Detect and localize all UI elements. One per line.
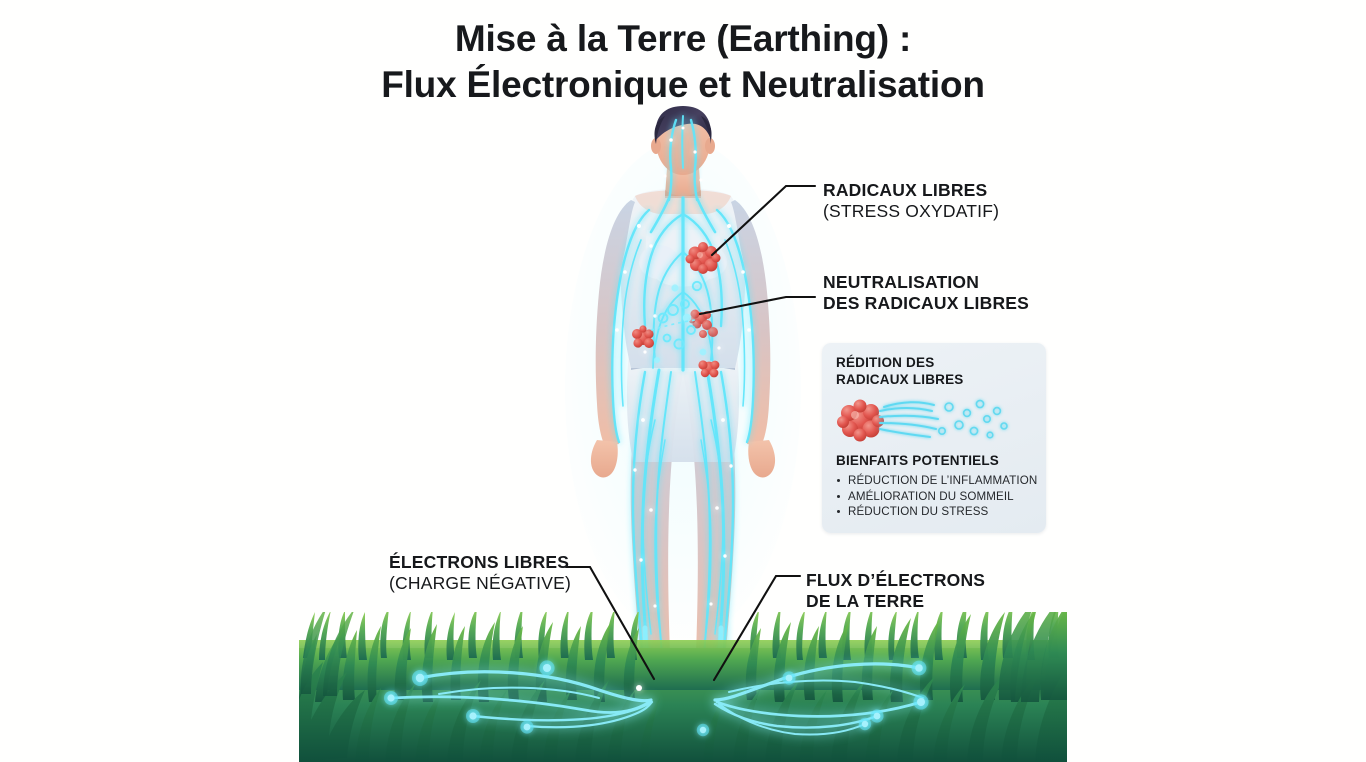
benefit-item: AMÉLIORATION DU SOMMEIL — [836, 489, 1037, 505]
illustration-area — [299, 0, 1067, 762]
benefits-list: RÉDUCTION DE L’INFLAMMATION AMÉLIORATION… — [836, 473, 1037, 520]
info-panel-title-line1: RÉDITION DES — [836, 355, 935, 370]
benefit-item: RÉDUCTION DE L’INFLAMMATION — [836, 473, 1037, 489]
grass-ground — [299, 612, 1067, 762]
callout-neutralisation-line1: NEUTRALISATION — [823, 272, 980, 292]
callout-radicaux-libres: RADICAUX LIBRES (STRESS OXYDATIF) — [823, 180, 999, 222]
benefit-item: RÉDUCTION DU STRESS — [836, 504, 1037, 520]
page-title: Mise à la Terre (Earthing) : Flux Électr… — [0, 16, 1366, 108]
radical-cluster-lower-right — [698, 360, 720, 378]
panel-radical-cluster — [837, 399, 884, 442]
electron-nodes — [384, 660, 929, 737]
info-panel-title-line2: RADICAUX LIBRES — [836, 372, 964, 387]
info-panel: RÉDITION DES RADICAUX LIBRES — [822, 343, 1046, 533]
callout-radicaux-title: RADICAUX LIBRES — [823, 180, 988, 200]
info-panel-title: RÉDITION DES RADICAUX LIBRES — [836, 354, 964, 388]
callout-electrons-title: ÉLECTRONS LIBRES — [389, 552, 570, 572]
callout-electrons-subtitle: (CHARGE NÉGATIVE) — [389, 573, 571, 593]
callout-neutralisation: NEUTRALISATION DES RADICAUX LIBRES — [823, 272, 1029, 314]
callout-radicaux-subtitle: (STRESS OXYDATIF) — [823, 201, 1000, 221]
benefits-title: BIENFAITS POTENTIELS — [836, 453, 1000, 468]
callout-flux-electrons: FLUX D’ÉLECTRONS DE LA TERRE — [806, 570, 985, 612]
radical-reduction-diagram — [837, 399, 1008, 442]
callout-flux-line1: FLUX D’ÉLECTRONS — [806, 570, 986, 590]
neutralisation-halos — [650, 280, 707, 363]
title-line-1: Mise à la Terre (Earthing) : — [454, 18, 912, 59]
callout-flux-line2: DE LA TERRE — [806, 591, 925, 611]
title-line-2: Flux Électronique et Neutralisation — [381, 64, 985, 105]
callout-electrons-libres: ÉLECTRONS LIBRES (CHARGE NÉGATIVE) — [389, 552, 571, 594]
radical-cluster-left-flank — [632, 325, 654, 348]
callout-neutralisation-line2: DES RADICAUX LIBRES — [823, 293, 1030, 313]
human-figure — [565, 106, 801, 712]
